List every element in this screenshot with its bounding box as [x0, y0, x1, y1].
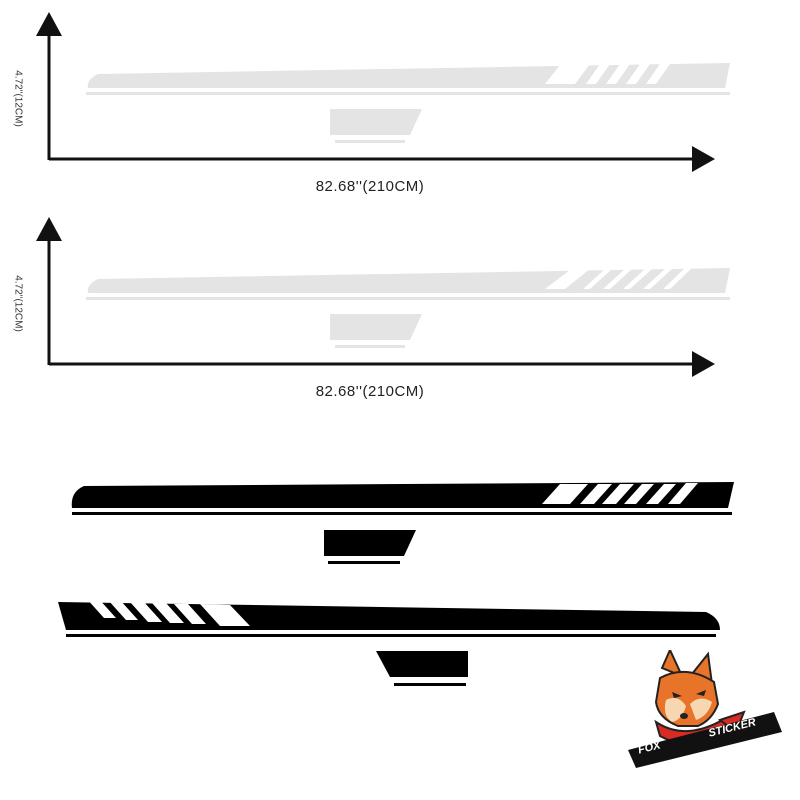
stripe-preview-hatches: [545, 268, 692, 289]
stripe-left-lower-block: [376, 651, 468, 677]
x-axis-arrowhead: [692, 146, 715, 172]
dimension-diagram-1: 4.72''(12CM) 82.68''(210CM): [0, 0, 800, 200]
stripe-right-pinline: [72, 512, 732, 515]
fox-head-icon: [628, 647, 782, 768]
stripe-preview-hatches: [545, 64, 670, 84]
y-axis-arrowhead: [36, 217, 62, 241]
x-axis-arrowhead: [692, 351, 715, 377]
stripe-right-lower-pinline: [328, 561, 400, 564]
y-axis-arrowhead: [36, 12, 62, 36]
stripe-left-side: [58, 598, 720, 686]
stripe-left-lower-pinline: [394, 683, 466, 686]
diagram-2-graphic: [36, 217, 730, 377]
height-dimension-label: 4.72''(12CM): [12, 70, 24, 127]
dimension-diagram-2: 4.72''(12CM) 82.68''(210CM): [0, 205, 800, 405]
width-dimension-label: 82.68''(210CM): [315, 178, 425, 195]
product-stripes: [58, 482, 734, 686]
stripe-right-side: [71, 482, 734, 564]
brand-logo: FOX STICKER: [620, 647, 790, 775]
stripe-right-lower-block: [324, 530, 416, 556]
height-dimension-label: 4.72''(12CM): [12, 275, 24, 332]
stripe-left-pinline: [66, 634, 716, 637]
stripe-right-hatches: [542, 483, 698, 504]
stripe-left-hatches: [86, 598, 250, 626]
diagram-1-graphic: [36, 12, 730, 172]
width-dimension-label: 82.68''(210CM): [315, 383, 425, 400]
